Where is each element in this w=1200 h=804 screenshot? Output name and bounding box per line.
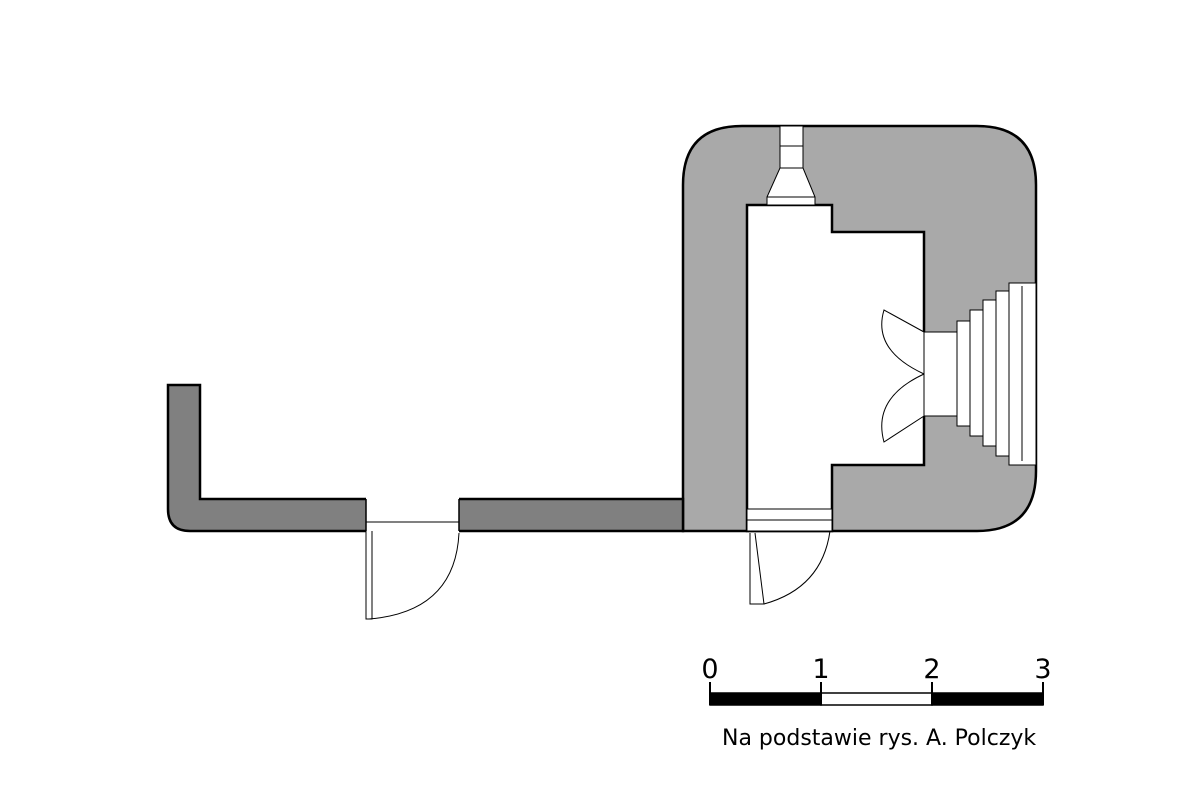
scale-segment-2-3 xyxy=(931,692,1044,706)
source-credit: Na podstawie rys. A. Polczyk xyxy=(722,726,1037,751)
gate-door-leaf xyxy=(365,531,373,620)
scale-bar: 0 1 2 3 xyxy=(701,654,1052,706)
embrasure-shutter-upper xyxy=(881,309,925,375)
side-embrasure-steps xyxy=(956,286,1023,461)
scale-tick-label: 1 xyxy=(812,654,829,685)
scale-tick-label: 0 xyxy=(701,654,718,685)
scale-segment-1-2 xyxy=(820,692,933,706)
bunker-door-leaf xyxy=(749,532,765,605)
scale-tick-label: 3 xyxy=(1034,654,1051,685)
gate-opening xyxy=(366,497,459,533)
embrasure-shutter-lower xyxy=(881,373,925,443)
bunker-door-swing-arc xyxy=(763,530,831,605)
scale-tick-label: 2 xyxy=(923,654,940,685)
scale-segment-0-1 xyxy=(709,692,822,706)
gate-door-swing-arc xyxy=(368,532,460,620)
